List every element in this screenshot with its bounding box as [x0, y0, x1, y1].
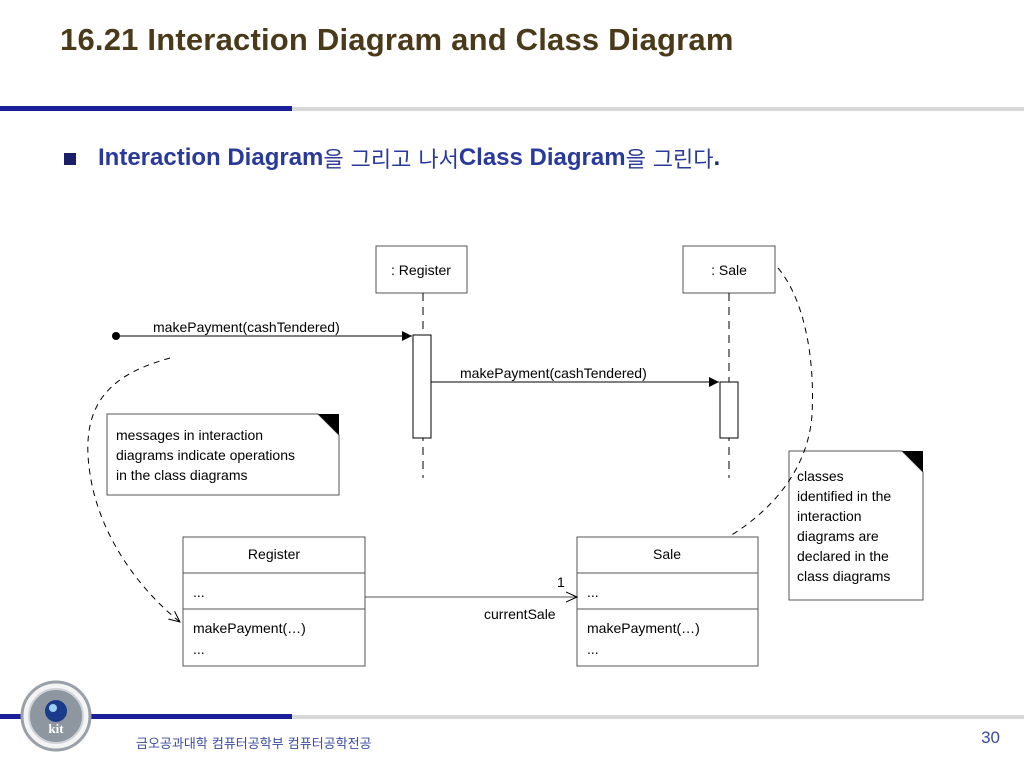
lifeline-sale: : Sale	[682, 245, 776, 478]
bullet-text-interaction: Interaction Diagram	[98, 144, 324, 171]
lifeline-sale-box	[682, 245, 776, 294]
association-role: currentSale	[484, 606, 556, 622]
title-rule	[292, 107, 1024, 111]
lifeline-register-label: : Register	[391, 262, 451, 278]
footer-department: 금오공과대학 컴퓨터공학부 컴퓨터공학전공	[136, 737, 372, 752]
note-operations-line-1: messages in interaction	[116, 427, 263, 443]
bullet-text-class: Class Diagram	[458, 144, 626, 171]
bullet-text-korean-1: 을 그리고 나서	[323, 148, 459, 173]
note-classes-fold-icon	[902, 451, 923, 472]
class-sale-operation-2: ...	[587, 641, 599, 657]
bullet-text-period: .	[713, 144, 721, 171]
class-register-name: Register	[248, 546, 300, 562]
footer-rule	[292, 715, 1024, 719]
note-classes-line-2: identified in the	[797, 488, 891, 504]
bullet-point: Interaction Diagram 을 그리고 나서 Class Diagr…	[64, 142, 720, 174]
lifeline-sale-label: : Sale	[711, 262, 747, 278]
note-classes-line-1: classes	[797, 468, 844, 484]
slide-title: 16.21 Interaction Diagram and Class Diag…	[60, 22, 734, 57]
class-sale: Sale ... makePayment(…) ...	[576, 536, 759, 667]
note-classes-line-3: interaction	[797, 508, 862, 524]
note-classes: classes identified in the interaction di…	[788, 450, 924, 601]
bullet-square-icon	[64, 153, 76, 165]
class-register: Register ... makePayment(…) ...	[182, 536, 366, 667]
message-label-2: makePayment(cashTendered)	[460, 365, 647, 381]
lifeline-register-box	[375, 245, 468, 294]
note-classes-box	[788, 450, 924, 601]
title-rule-accent	[0, 106, 292, 111]
class-register-operation-2: ...	[193, 641, 205, 657]
logo-text: kit	[48, 721, 64, 736]
message-register-to-sale: makePayment(cashTendered)	[431, 365, 719, 387]
message-found: makePayment(cashTendered)	[112, 319, 412, 341]
bullet-text-korean-2: 을 그린다	[625, 148, 714, 173]
class-sale-name: Sale	[653, 546, 681, 562]
note-classes-line-4: diagrams are	[797, 528, 879, 544]
note-operations-box	[106, 413, 340, 496]
message-label-1: makePayment(cashTendered)	[153, 319, 340, 335]
lifeline-register: : Register	[375, 245, 468, 478]
note-operations-line-3: in the class diagrams	[116, 467, 248, 483]
note-connector-operations	[87, 357, 180, 622]
footer-rule-accent	[0, 714, 292, 719]
class-sale-operation-1: makePayment(…)	[587, 620, 700, 636]
class-register-attributes: ...	[193, 584, 205, 600]
note-operations: messages in interaction diagrams indicat…	[106, 413, 340, 496]
class-register-operation-1: makePayment(…)	[193, 620, 306, 636]
page-number: 30	[981, 728, 1000, 747]
note-connector-classes	[700, 267, 813, 552]
class-sale-attributes: ...	[587, 584, 599, 600]
association-current-sale: 1 currentSale	[365, 574, 577, 622]
note-operations-line-2: diagrams indicate operations	[116, 447, 295, 463]
activation-sale	[719, 381, 739, 439]
note-classes-line-6: class diagrams	[797, 568, 890, 584]
note-classes-line-5: declared in the	[797, 548, 889, 564]
class-sale-box	[576, 536, 759, 667]
activation-register	[412, 334, 432, 439]
class-register-box	[182, 536, 366, 667]
association-multiplicity: 1	[557, 574, 565, 590]
kit-logo: kit	[20, 680, 92, 752]
note-operations-fold-icon	[318, 414, 339, 435]
